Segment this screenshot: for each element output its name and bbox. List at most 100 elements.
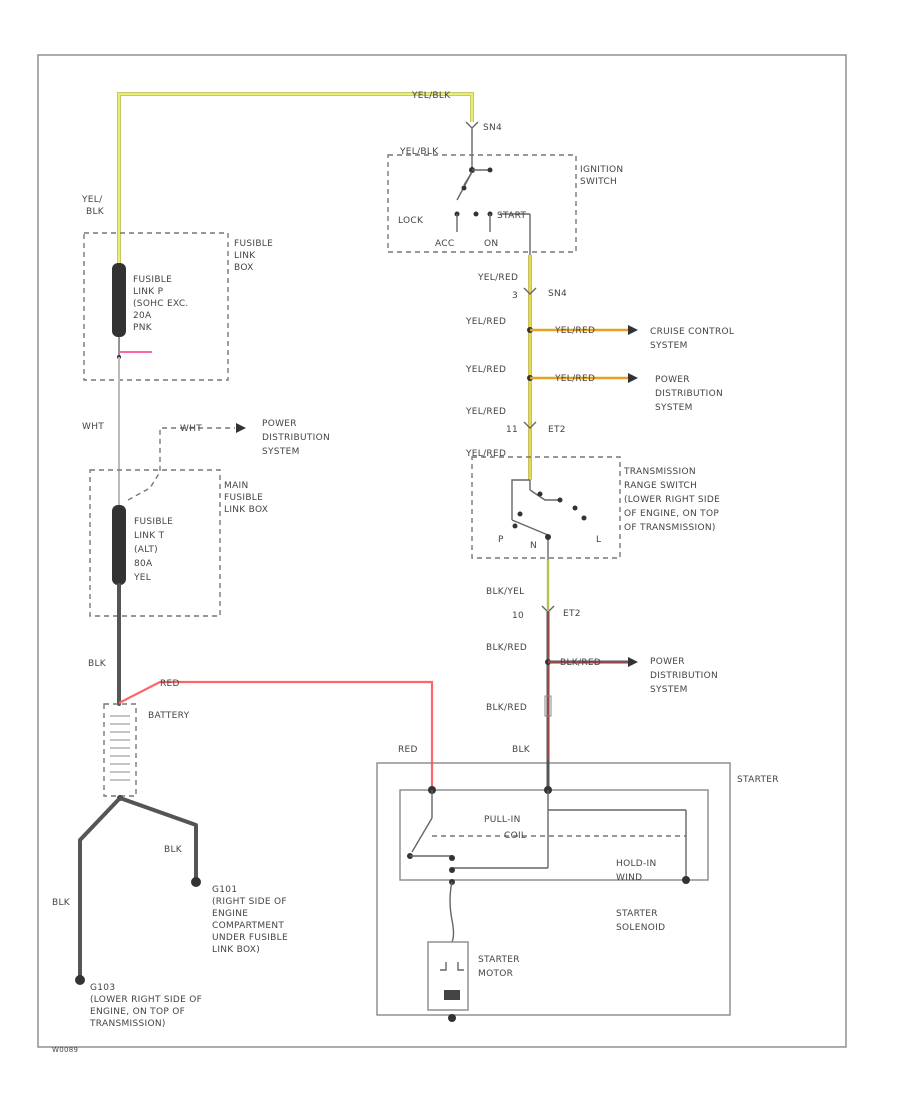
battery-label: BATTERY	[148, 711, 190, 721]
wht-left-label: WHT	[82, 422, 104, 432]
g103-label-1: G103	[90, 983, 115, 993]
starter-label: STARTER	[737, 775, 779, 785]
yel-red-label-5: YEL/RED	[465, 449, 506, 459]
battery-cells	[110, 715, 130, 781]
pull-in-label-1: PULL-IN	[484, 815, 521, 825]
starter-solenoid-box	[399, 789, 709, 881]
trs-label-5: OF TRANSMISSION)	[624, 523, 716, 533]
trs-label-1: TRANSMISSION	[623, 467, 696, 477]
g101-label-4: COMPARTMENT	[212, 921, 284, 931]
cruise-arrow	[628, 325, 638, 335]
ignition-switch-label-2: SWITCH	[580, 177, 617, 187]
power-dist-3-label-c: SYSTEM	[650, 685, 688, 695]
yel-red-arrow-label-2: YEL/RED	[554, 374, 595, 384]
fusible-link-p-label-4: 20A	[133, 311, 152, 321]
fusible-link-t-label-2: LINK T	[134, 531, 165, 541]
ignition-switch-box	[387, 154, 577, 253]
starter-motor-label-2: MOTOR	[478, 969, 513, 979]
fusible-link-box-label-1: FUSIBLE	[234, 239, 273, 249]
et2-top-label: ET2	[548, 425, 566, 435]
et2-top-connector	[523, 421, 537, 429]
starter-solenoid-label-2: SOLENOID	[616, 923, 665, 933]
fusible-link-t	[112, 505, 126, 585]
blk-ground-wire-1	[78, 796, 122, 980]
g101-label-6: LINK BOX)	[212, 945, 260, 955]
fusible-link-box-label-2: LINK	[234, 251, 256, 261]
blk-ground-wire-2	[118, 796, 198, 882]
yel-red-label-1: YEL/RED	[477, 273, 518, 283]
main-fusible-label-2: FUSIBLE	[224, 493, 263, 503]
trs-n-label: N	[530, 541, 537, 551]
starter-motor-label-1: STARTER	[478, 955, 520, 965]
g101-label-2: (RIGHT SIDE OF	[212, 897, 287, 907]
main-fusible-label-3: LINK BOX	[224, 505, 268, 515]
starter-motor-symbol	[440, 962, 464, 971]
g103-label-4: TRANSMISSION)	[89, 1019, 166, 1029]
power-dist-1-label-b: DISTRIBUTION	[262, 433, 330, 443]
sn4-top-label: SN4	[483, 123, 502, 133]
acc-label: ACC	[435, 239, 454, 249]
power-dist-2-label-a: POWER	[655, 375, 690, 385]
yel-blk-ign-label: YEL/BLK	[399, 147, 439, 157]
on-label: ON	[484, 239, 498, 249]
blk-battery-label: BLK	[88, 659, 107, 669]
starter-box	[376, 762, 731, 1016]
starter-solenoid-label-1: STARTER	[616, 909, 658, 919]
yel-red-arrow-label-1: YEL/RED	[554, 326, 595, 336]
yel-red-label-2: YEL/RED	[465, 317, 506, 327]
diagram-frame	[37, 54, 847, 1048]
fusible-link-p	[112, 263, 126, 337]
g103-label-2: (LOWER RIGHT SIDE OF	[90, 995, 202, 1005]
yel-red-label-3: YEL/RED	[465, 365, 506, 375]
lock-label: LOCK	[398, 216, 424, 226]
blk-ground-label-2: BLK	[52, 898, 71, 908]
fusible-link-box-label-3: BOX	[234, 263, 254, 273]
cruise-label-2: SYSTEM	[650, 341, 688, 351]
g101-label-1: G101	[212, 885, 237, 895]
g101-label-3: ENGINE	[212, 909, 248, 919]
starter-motor-box	[427, 941, 469, 1011]
sn4-top-connector	[465, 121, 479, 129]
battery	[103, 703, 137, 797]
fusible-link-p-label-3: (SOHC EXC.	[133, 299, 189, 309]
fusible-link-t-label-1: FUSIBLE	[134, 517, 173, 527]
blk-starter-label: BLK	[512, 745, 531, 755]
et2-bot-label: ET2	[563, 609, 581, 619]
yel-red-label-4: YEL/RED	[465, 407, 506, 417]
red-wire-starter	[118, 680, 434, 790]
diagram-id: W0089	[52, 1046, 78, 1054]
main-fusible-label-1: MAIN	[224, 481, 249, 491]
g101-label-5: UNDER FUSIBLE	[212, 933, 288, 943]
trs-p-label: P	[498, 535, 504, 545]
g103-ground	[75, 975, 85, 985]
red-top-label: RED	[160, 679, 180, 689]
trs-l-label: L	[596, 535, 601, 545]
blk-ground-label-1: BLK	[164, 845, 183, 855]
fusible-link-p-label-1: FUSIBLE	[133, 275, 172, 285]
ignition-switch-label-1: IGNITION	[580, 165, 623, 175]
power-dist-1-label-c: SYSTEM	[262, 447, 300, 457]
et2-bot-pin: 10	[512, 611, 524, 621]
fusible-link-t-label-3: (ALT)	[134, 545, 158, 555]
power-dist-arrow-2	[628, 373, 638, 383]
blk-red-arrow-label: BLK/RED	[560, 658, 601, 668]
g103-label-3: ENGINE, ON TOP OF	[90, 1007, 185, 1017]
yel-blk-wire	[117, 92, 474, 265]
blk-yel-label: BLK/YEL	[486, 587, 524, 597]
fusible-link-box	[83, 232, 229, 381]
power-dist-1-label-a: POWER	[262, 419, 297, 429]
power-dist-3-label-a: POWER	[650, 657, 685, 667]
fusible-link-p-label-5: PNK	[133, 323, 153, 333]
fusible-link-p-label-2: LINK P	[133, 287, 164, 297]
blk-red-label-2: BLK/RED	[486, 703, 527, 713]
start-label: START	[497, 211, 526, 221]
blk-red-label-1: BLK/RED	[486, 643, 527, 653]
power-dist-2-label-c: SYSTEM	[655, 403, 693, 413]
cruise-label-1: CRUISE CONTROL	[650, 327, 734, 337]
trs-label-2: RANGE SWITCH	[624, 481, 697, 491]
yel-blk-left-label-1: YEL/	[81, 195, 103, 205]
wht-branch-wire	[127, 427, 235, 501]
trs-label-3: (LOWER RIGHT SIDE	[624, 495, 720, 505]
power-dist-arrow-3	[628, 657, 638, 667]
